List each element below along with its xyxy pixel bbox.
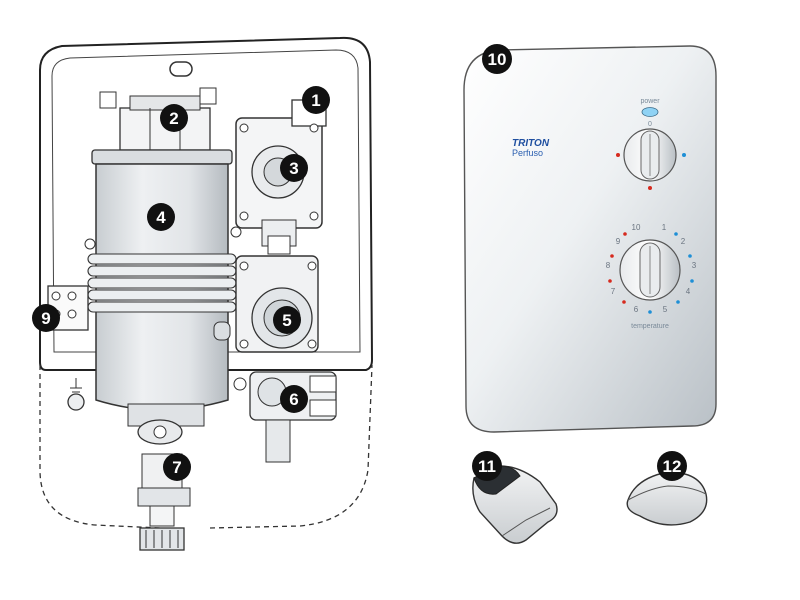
model-name: Perfuso [512,148,543,158]
dial-number-3: 3 [692,261,697,270]
svg-text:6: 6 [289,390,298,409]
flow-hot-marker [616,153,620,157]
power-label: power [640,98,660,105]
dial-number-5: 5 [663,305,668,314]
shower-internals [39,36,374,551]
heater-can [84,149,242,445]
part-11-button-cap [472,465,558,544]
callout-10: 10 [482,44,512,74]
flow-min-marker [648,186,652,190]
temperature-scale-dots [608,232,694,314]
cover-body [463,45,717,433]
callout-2: 2 [160,104,188,132]
svg-text:2: 2 [169,109,178,128]
svg-text:11: 11 [478,457,496,476]
callout-7: 7 [163,453,191,481]
svg-text:7: 7 [172,458,181,477]
flow-knob[interactable] [623,128,677,182]
svg-text:5: 5 [282,311,291,330]
callout-5: 5 [273,306,301,334]
callout-1: 1 [302,86,330,114]
dial-number-8: 8 [606,261,611,270]
power-sub-label: 0 [648,121,652,128]
flow-cold-marker [682,153,686,157]
solenoid-valve [233,371,337,463]
pcb-assembly [235,99,327,255]
brand-logo: TRITON [512,138,550,149]
callout-11: 11 [472,451,502,481]
backplate-inner [51,49,361,353]
svg-text:1: 1 [311,91,320,110]
dial-number-2: 2 [681,237,686,246]
svg-text:10: 10 [488,50,507,69]
mounting-slot [169,61,193,77]
svg-text:12: 12 [663,457,682,476]
dashed-cover-outline [39,364,373,529]
dial-number-7: 7 [611,287,616,296]
svg-text:4: 4 [156,208,166,227]
dial-number-10: 10 [632,223,641,232]
dial-number-1: 1 [662,223,667,232]
dial-number-4: 4 [686,287,691,296]
dial-number-9: 9 [616,237,621,246]
heater-fins [87,253,237,313]
temperature-knob[interactable] [619,239,681,301]
water-inlet [137,453,191,551]
stabiliser-valve [235,255,319,353]
svg-text:9: 9 [41,309,50,328]
callout-3: 3 [280,154,308,182]
power-button[interactable] [641,107,659,117]
callout-6: 6 [280,385,308,413]
dial-number-6: 6 [634,305,639,314]
callout-4: 4 [147,203,175,231]
callout-12: 12 [657,451,687,481]
svg-text:3: 3 [289,159,298,178]
front-cover: TRITON Perfuso power 0 10 1 2 3 4 5 6 7 … [463,45,717,433]
temperature-label: temperature [631,323,669,330]
callout-9: 9 [32,304,60,332]
